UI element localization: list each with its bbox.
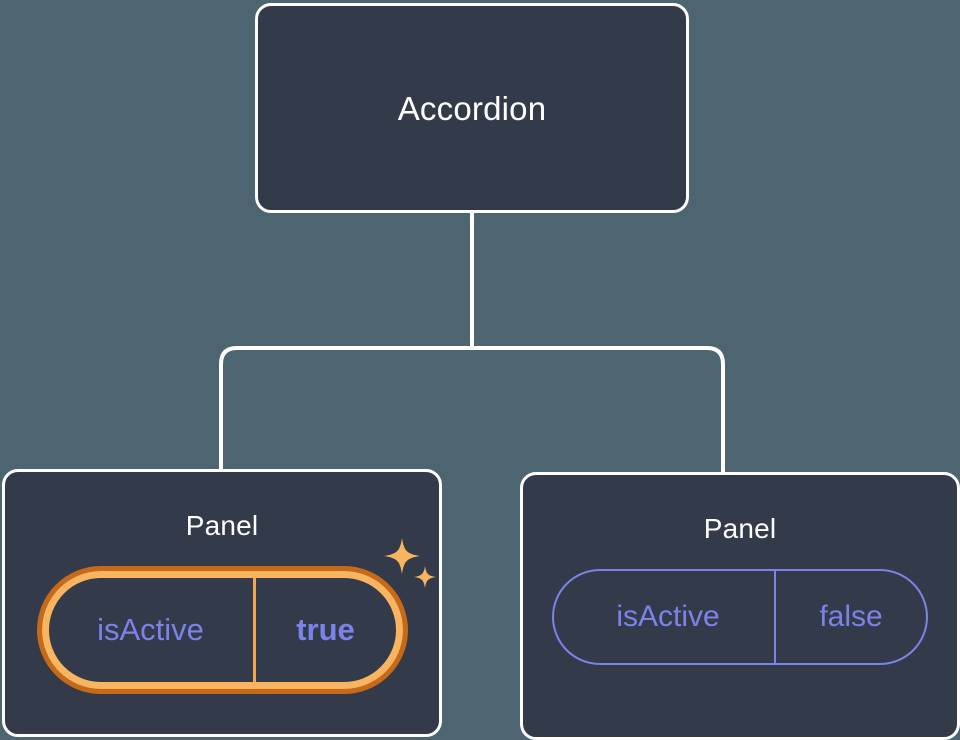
prop-pill-highlight-ring: isActive true xyxy=(36,566,408,694)
node-title: Panel xyxy=(703,513,777,544)
prop-value: false xyxy=(774,571,926,663)
prop-key: isActive xyxy=(97,612,204,647)
node-title: Panel xyxy=(185,510,259,541)
prop-value: true xyxy=(252,578,396,682)
node-title: Accordion xyxy=(397,89,547,127)
prop-pill-isactive-false[interactable]: isActive false xyxy=(552,569,928,665)
node-accordion[interactable]: Accordion xyxy=(255,3,689,213)
prop-key: isActive xyxy=(616,600,720,633)
prop-pill-isactive-true[interactable]: isActive true xyxy=(41,571,403,689)
connector-branch-bus xyxy=(219,346,725,472)
node-panel-left[interactable]: Panel isActive true xyxy=(2,469,442,737)
prop-pill-wrapper-left: isActive true xyxy=(36,538,436,694)
node-panel-right[interactable]: Panel isActive false xyxy=(520,472,960,740)
prop-pill-wrapper-right: isActive false xyxy=(552,569,928,665)
sparkle-large-icon xyxy=(383,538,420,574)
sparkle-small-icon xyxy=(413,566,436,588)
